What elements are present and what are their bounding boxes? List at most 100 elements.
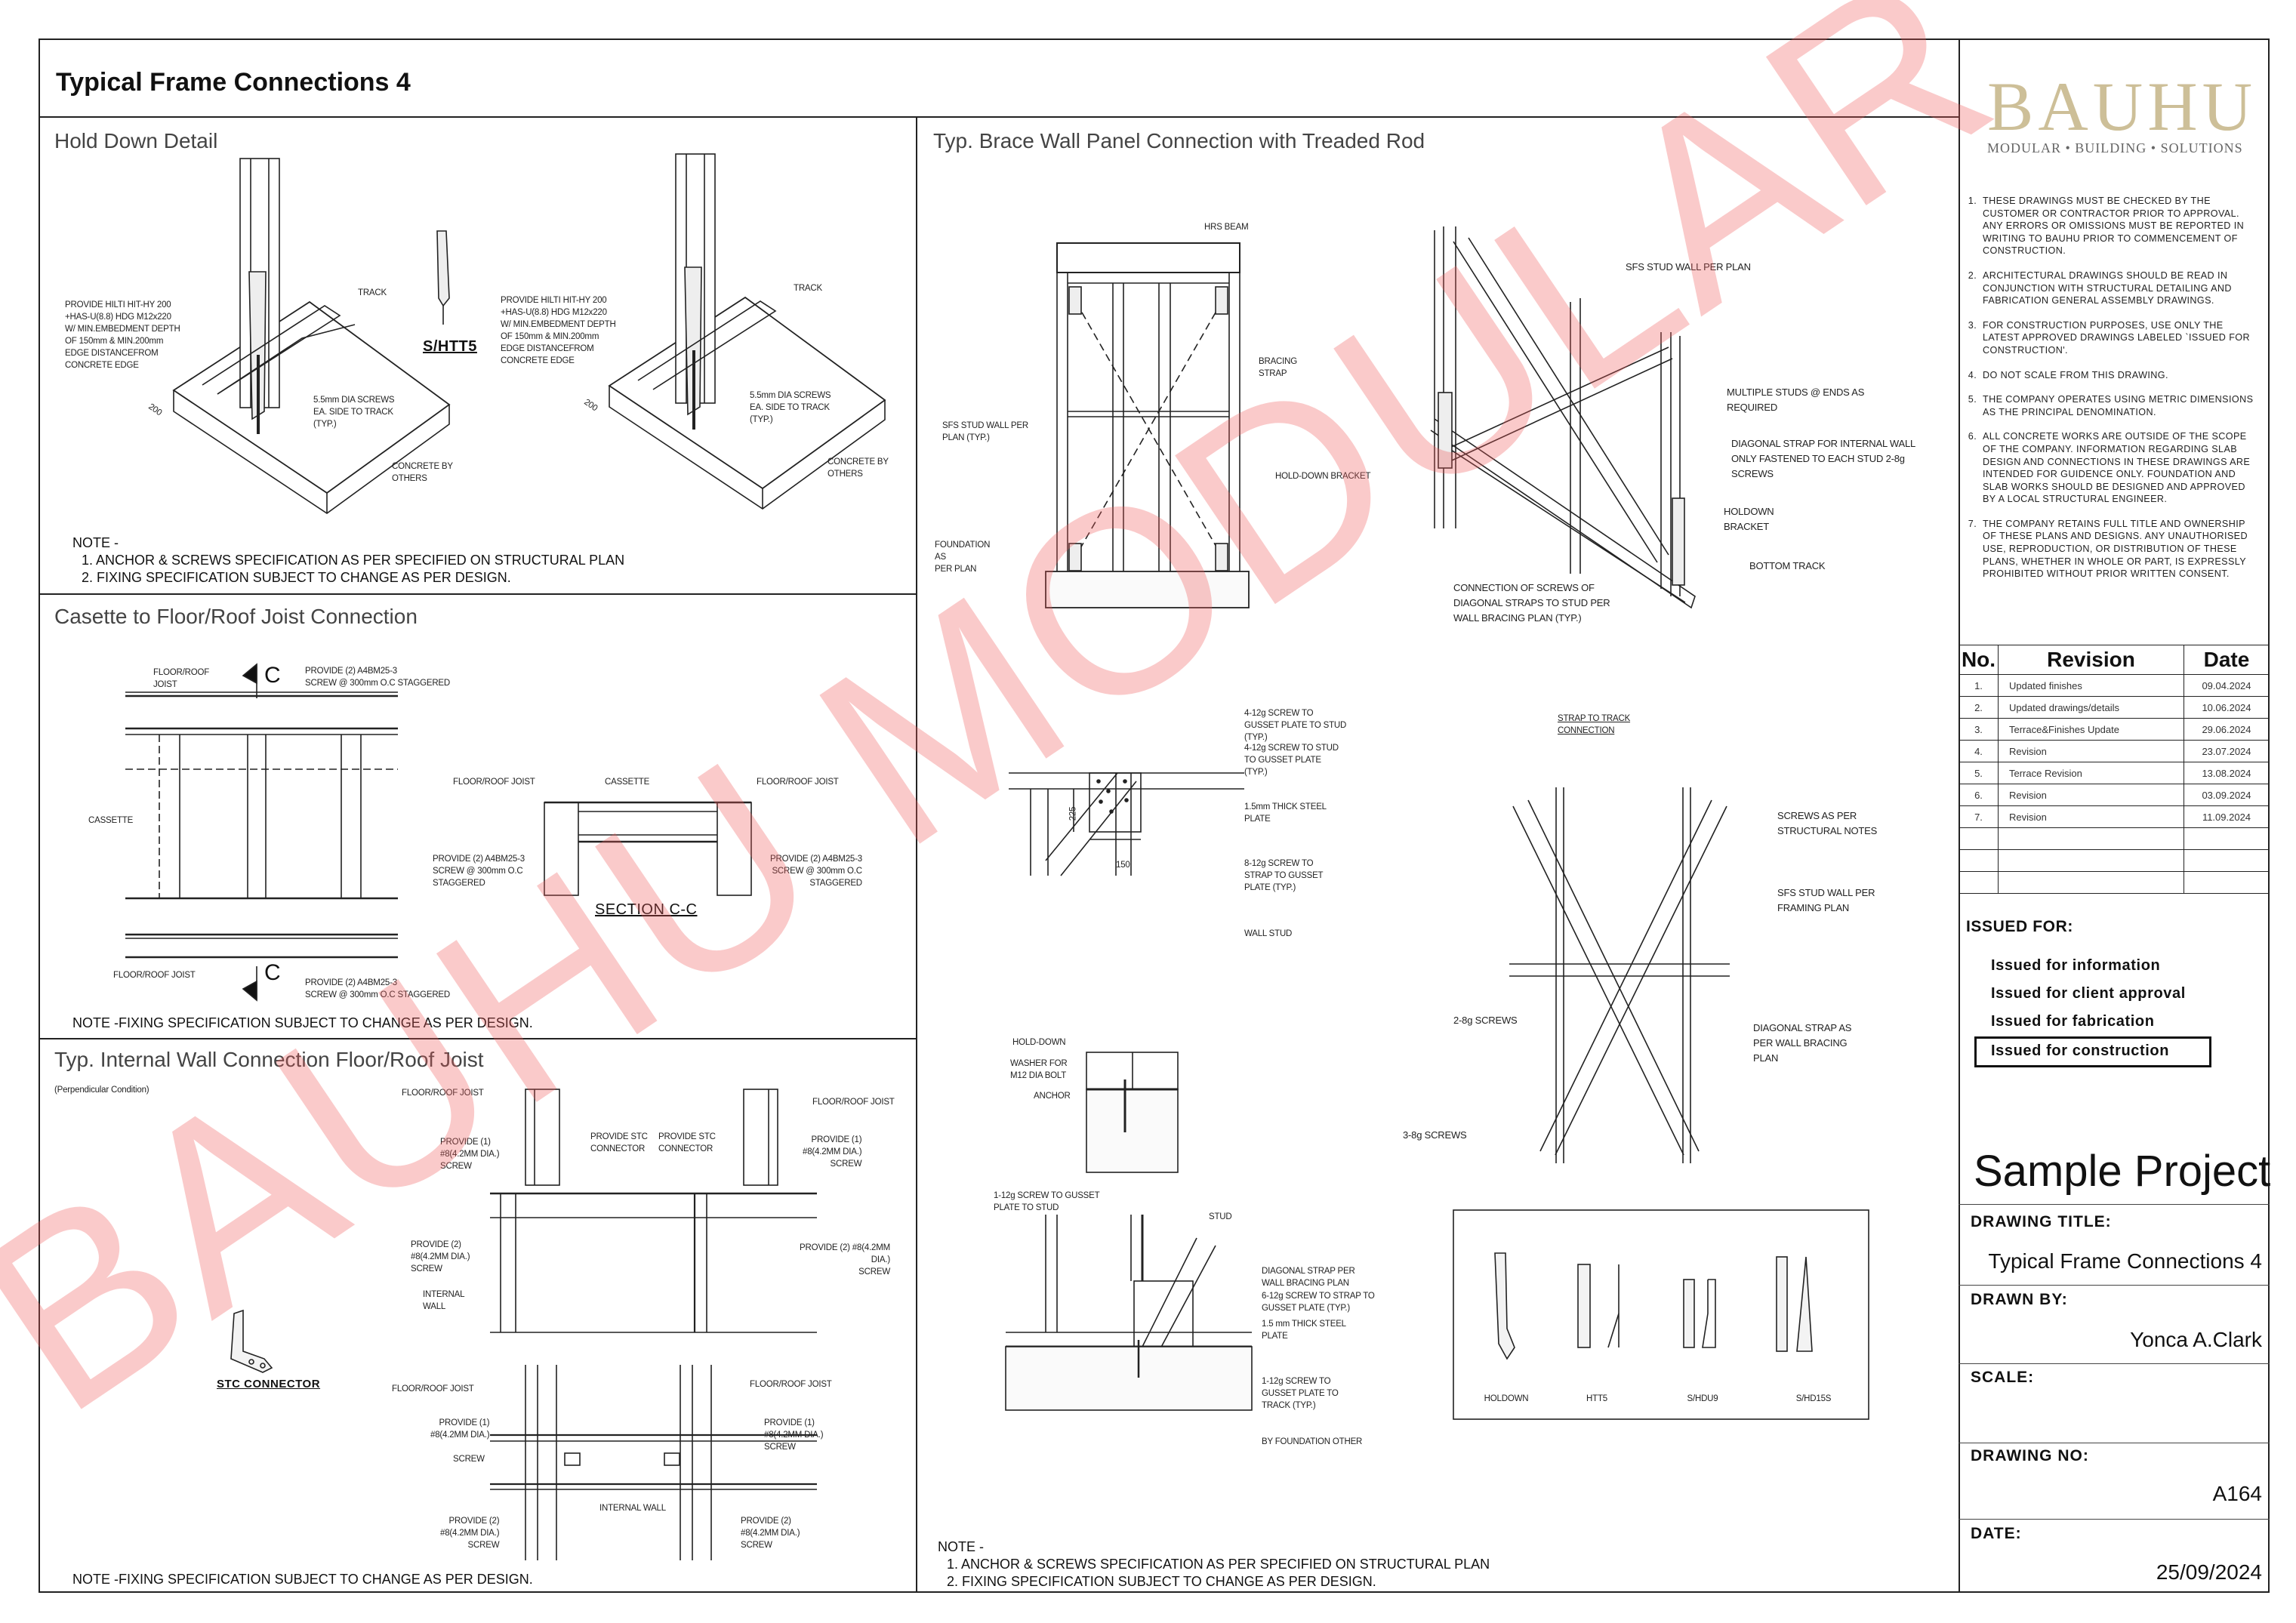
gusset-label: 8-12g SCREW TO STRAP TO GUSSET PLATE (TY… — [1244, 859, 1324, 892]
drawing-no-value: A164 — [2212, 1482, 2262, 1505]
general-note-item: ARCHITECTURAL DRAWINGS SHOULD BE READ IN… — [1980, 269, 2254, 307]
wall-stud-label: WALL STUD — [1244, 929, 1293, 938]
casette-plan — [125, 663, 398, 1002]
section-title-hold-down: Hold Down Detail — [54, 129, 218, 152]
screw-label: PROVIDE (2) #8(4.2MM DIA.) SCREW — [440, 1517, 500, 1550]
issued-option-selected[interactable]: Issued for construction — [1991, 1042, 2170, 1059]
general-note-item: THESE DRAWINGS MUST BE CHECKED BY THE CU… — [1980, 195, 2254, 257]
screw-label: PROVIDE (1) #8(4.2MM DIA.) SCREW — [440, 1138, 500, 1171]
concrete-label: CONCRETE BY OTHERS — [827, 457, 889, 479]
sfs-framing-label: SFS STUD WALL PER FRAMING PLAN — [1777, 887, 1875, 913]
gusset-label: 1-12g SCREW TO GUSSET PLATE TO TRACK (TY… — [1262, 1377, 1339, 1410]
revision-no — [1959, 871, 1999, 894]
screw-spec-label: PROVIDE (2) A4BM25-3 SCREW @ 300mm O.C S… — [305, 667, 451, 688]
gusset-label: 1.5 mm THICK STEEL PLATE — [1262, 1320, 1346, 1341]
stc-label: PROVIDE STC CONNECTOR — [658, 1132, 716, 1153]
legend-label: HTT5 — [1586, 1394, 1607, 1403]
revision-text: Revision — [1998, 740, 2184, 762]
section-title-casette: Casette to Floor/Roof Joist Connection — [54, 605, 418, 628]
joist-label: FLOOR/ROOF JOIST — [113, 971, 196, 980]
revision-date — [2184, 849, 2270, 872]
joist-label: FLOOR/ROOF JOIST — [750, 1380, 832, 1389]
multiple-studs-label: MULTIPLE STUDS @ ENDS AS REQUIRED — [1727, 387, 1865, 413]
divider — [1959, 1285, 2270, 1286]
base-gusset-detail — [1005, 1215, 1253, 1411]
general-note-item: THE COMPANY RETAINS FULL TITLE AND OWNER… — [1980, 518, 2254, 581]
revision-no: 3. — [1959, 718, 1999, 741]
revision-no: 4. — [1959, 740, 1999, 762]
project-name: Sample Project — [1974, 1147, 2271, 1196]
joist-label: FLOOR/ROOF JOIST — [402, 1089, 484, 1098]
stc-connector-icon — [230, 1309, 273, 1373]
strap-track-title: STRAP TO TRACK CONNECTION — [1558, 714, 1631, 735]
joist-label: FLOOR/ROOF JOIST — [812, 1098, 895, 1107]
screw-label: PROVIDE (2) #8(4.2MM DIA.) SCREW — [411, 1240, 470, 1273]
general-note-item: FOR CONSTRUCTION PURPOSES, USE ONLY THE … — [1980, 319, 2254, 357]
general-note-item: ALL CONCRETE WORKS ARE OUTSIDE OF THE SC… — [1980, 430, 2254, 506]
brace-wall-elevation — [1045, 242, 1250, 608]
revision-date — [2184, 871, 2270, 894]
issued-option[interactable]: Issued for information — [1991, 957, 2161, 974]
issued-selected-box[interactable] — [1974, 1036, 2211, 1067]
sheet-title: Typical Frame Connections 4 — [56, 68, 411, 97]
legend-label: S/HDU9 — [1687, 1394, 1718, 1403]
hrs-beam-label: HRS BEAM — [1204, 223, 1249, 232]
column-header: Revision — [1998, 645, 2184, 675]
divider — [1959, 1204, 2270, 1205]
issued-option[interactable]: Issued for fabrication — [1991, 1013, 2155, 1030]
drawing-title-value: Typical Frame Connections 4 — [1988, 1249, 2262, 1273]
product-label: S/HTT5 — [423, 338, 477, 355]
screw-spec-label: PROVIDE (2) A4BM25-3 SCREW @ 300mm O.C S… — [305, 978, 451, 999]
revision-date: 03.09.2024 — [2184, 784, 2270, 806]
divider — [1959, 1519, 2270, 1520]
joist-label: FLOOR/ROOF JOIST — [453, 778, 535, 787]
section-marker: C — [264, 960, 281, 985]
revision-text: Updated drawings/details — [1998, 696, 2184, 719]
legend-label: S/HD15S — [1795, 1394, 1832, 1403]
cassette-label: CASSETTE — [605, 778, 650, 787]
issued-for-label: ISSUED FOR: — [1966, 918, 2073, 935]
hold-down-iso-1 — [172, 158, 451, 514]
revision-text: Terrace Revision — [1998, 762, 2184, 784]
revision-no: 2. — [1959, 696, 1999, 719]
note-heading: NOTE - — [938, 1539, 984, 1554]
internal-wall-plan — [490, 1365, 817, 1560]
scale-label: SCALE: — [1971, 1369, 2035, 1386]
washer-label: WASHER FOR M12 DIA BOLT — [1010, 1059, 1068, 1080]
stud-label: STUD — [1209, 1212, 1232, 1221]
hold-down-iso-2 — [608, 153, 886, 510]
note-item: 2. FIXING SPECIFICATION SUBJECT TO CHANG… — [947, 1574, 1376, 1589]
screw-label: PROVIDE (1) #8(4.2MM DIA.) — [430, 1418, 490, 1440]
section-divider — [39, 593, 916, 595]
holdown-bracket-label: HOLDOWN BRACKET — [1724, 506, 1774, 532]
screw-spec-label: PROVIDE (2) A4BM25-3 SCREW @ 300mm O.C S… — [770, 855, 862, 888]
revision-date: 11.09.2024 — [2184, 805, 2270, 828]
strap-to-track-drawing — [1509, 787, 1730, 1163]
revision-text — [1998, 827, 2184, 850]
joist-label: FLOOR/ROOF JOIST — [392, 1384, 474, 1394]
column-header: Date — [2184, 645, 2270, 675]
general-notes: THESE DRAWINGS MUST BE CHECKED BY THE CU… — [1963, 195, 2254, 593]
stc-label: PROVIDE STC CONNECTOR — [590, 1132, 648, 1153]
screw-label: PROVIDE (1) #8(4.2MM DIA.) SCREW — [764, 1418, 824, 1452]
divider — [1959, 1363, 2270, 1364]
legend-label: HOLDOWN — [1484, 1394, 1529, 1403]
revision-row — [1959, 849, 2270, 872]
screws-label: 5.5mm DIA SCREWS EA. SIDE TO TRACK (TYP.… — [313, 396, 395, 429]
revision-date: 29.06.2024 — [2184, 718, 2270, 741]
screws-label: 3-8g SCREWS — [1403, 1129, 1467, 1141]
section-divider — [39, 1038, 916, 1039]
revision-no — [1959, 849, 1999, 872]
issued-option[interactable]: Issued for client approval — [1991, 985, 2186, 1002]
screw-label: PROVIDE (2) #8(4.2MM DIA.) SCREW — [800, 1243, 890, 1277]
drawn-by-label: DRAWN BY: — [1971, 1291, 2068, 1308]
note-heading: NOTE - — [72, 535, 119, 550]
section-title-internal-wall: Typ. Internal Wall Connection Floor/Roof… — [54, 1048, 484, 1071]
drawn-by-value: Yonca A.Clark — [2130, 1328, 2262, 1351]
subtitle: (Perpendicular Condition) — [54, 1086, 149, 1095]
anchor-spec-label: PROVIDE HILTI HIT-HY 200 +HAS-U(8.8) HDG… — [65, 300, 180, 370]
date-label: DATE: — [1971, 1525, 2022, 1542]
